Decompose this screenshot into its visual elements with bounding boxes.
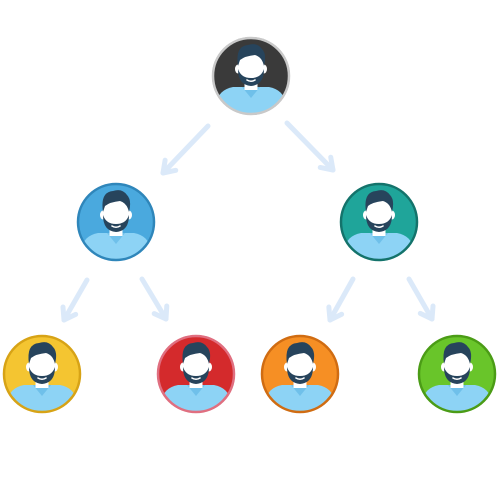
arrow-right-to-right-right — [406, 276, 436, 322]
arrow-root-to-right — [284, 120, 336, 173]
node-border — [260, 334, 340, 414]
node-right — [339, 182, 419, 262]
arrow-root-to-left — [160, 123, 211, 176]
node-border — [76, 182, 156, 262]
node-border — [2, 334, 82, 414]
node-border — [417, 334, 497, 414]
person-nodes — [2, 36, 497, 414]
node-left — [76, 182, 156, 262]
node-left-left — [2, 334, 82, 414]
connector-arrows — [60, 120, 436, 323]
node-border — [339, 182, 419, 262]
node-border — [211, 36, 291, 116]
node-root — [211, 36, 291, 116]
node-border — [156, 334, 236, 414]
node-right-left — [260, 334, 340, 414]
arrow-right-to-right-left — [326, 276, 356, 323]
node-right-right — [417, 334, 497, 414]
arrow-left-to-left-left — [60, 277, 90, 323]
node-left-right — [156, 334, 236, 414]
arrow-left-to-left-right — [139, 276, 170, 322]
